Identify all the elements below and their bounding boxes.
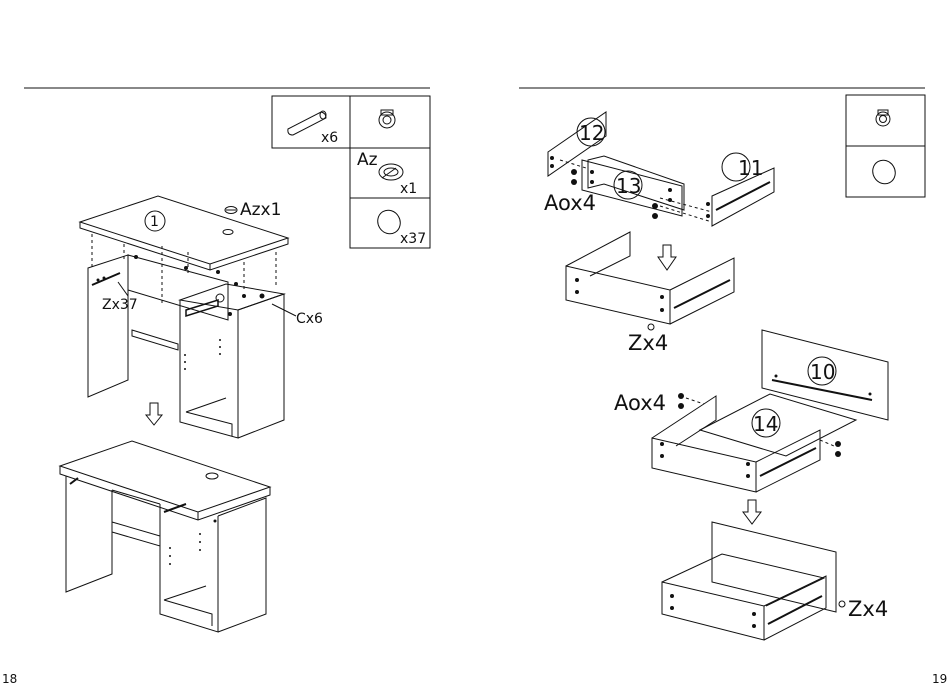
zx-callout-1: Zx4 xyxy=(628,331,668,355)
down-arrow-icon-2 xyxy=(658,245,676,270)
az-count: x1 xyxy=(400,181,417,197)
drawer-parts-table xyxy=(846,95,925,197)
cam-lock-icon-2 xyxy=(876,110,890,126)
right-page-number: 19 xyxy=(932,672,947,686)
down-arrow-icon xyxy=(146,403,162,425)
drawer-box-diagram xyxy=(566,232,734,330)
cover-cap-icon-2 xyxy=(868,156,899,188)
left-page-number: 18 xyxy=(2,672,17,686)
parts-table xyxy=(272,96,430,248)
az-callout: Azx1 xyxy=(240,200,281,220)
drawer-bottom-diagram xyxy=(652,330,888,492)
part-12-label: 12 xyxy=(579,121,604,145)
cover-count: x37 xyxy=(400,231,426,247)
aox-callout-1: Aox4 xyxy=(544,191,596,215)
part-14-label: 14 xyxy=(753,412,778,436)
part-10-label: 10 xyxy=(810,360,835,384)
part-13-label: 13 xyxy=(616,174,641,198)
aox-callout-2: Aox4 xyxy=(614,391,666,415)
dowel-count: x6 xyxy=(321,130,338,146)
drawer-finished-diagram xyxy=(662,522,845,640)
zx-leader xyxy=(118,282,128,296)
az-callout-icon xyxy=(225,207,237,214)
down-arrow-icon-3 xyxy=(743,500,761,524)
desk-assembled-diagram xyxy=(60,441,270,632)
zx-callout-2: Zx4 xyxy=(848,597,888,621)
part-1-label: 1 xyxy=(150,214,159,230)
part-11-label: 11 xyxy=(738,156,763,180)
az-label: Az xyxy=(357,150,378,170)
desk-exploded-diagram xyxy=(80,196,288,438)
cx-callout: Cx6 xyxy=(296,311,323,327)
zx-callout: Zx37 xyxy=(102,297,138,313)
grommet-icon xyxy=(379,164,403,180)
cam-lock-icon xyxy=(379,110,395,128)
